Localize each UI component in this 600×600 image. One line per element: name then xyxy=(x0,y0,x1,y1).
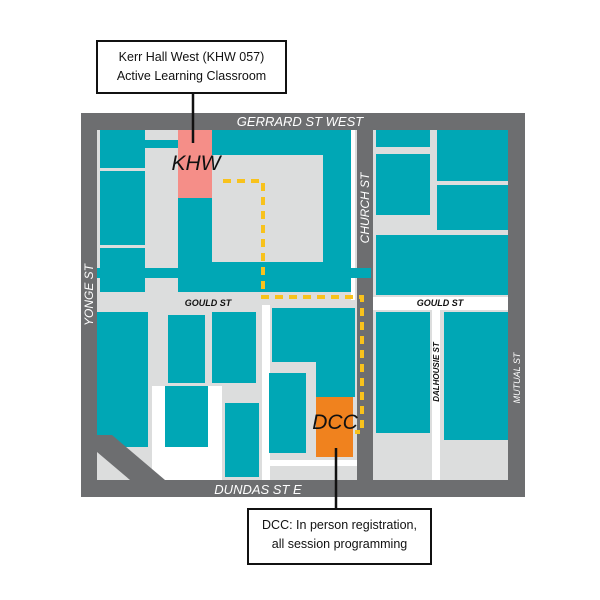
building xyxy=(97,312,148,447)
building xyxy=(376,312,430,433)
walkway xyxy=(262,460,357,466)
dalhousie-st-label: DALHOUSIE ST xyxy=(432,341,441,402)
dalhousie-st-road xyxy=(432,310,440,480)
gould-st-east-label: GOULD ST xyxy=(417,298,465,308)
khw-building[interactable] xyxy=(178,130,212,198)
mutual-st-label: MUTUAL ST xyxy=(512,351,522,403)
building xyxy=(437,130,508,181)
khw-label: KHW xyxy=(172,152,223,175)
dcc-callout: DCC: In person registration, all session… xyxy=(247,508,432,565)
building xyxy=(212,312,256,383)
building xyxy=(376,154,430,215)
building xyxy=(100,171,145,245)
walking-route xyxy=(223,179,364,434)
connector xyxy=(97,268,371,278)
church-st-label: CHURCH ST xyxy=(358,171,372,243)
dcc-label: DCC xyxy=(312,411,358,434)
white-strip xyxy=(351,130,355,300)
building xyxy=(376,130,430,147)
building xyxy=(168,315,205,383)
khw-callout: Kerr Hall West (KHW 057) Active Learning… xyxy=(96,40,287,94)
khw-callout-line1: Kerr Hall West (KHW 057) xyxy=(118,50,265,64)
building xyxy=(272,308,355,397)
building xyxy=(437,185,508,230)
building xyxy=(145,140,178,148)
walkway xyxy=(262,305,270,480)
dcc-building[interactable] xyxy=(316,397,353,457)
gerrard-st-label: GERRARD ST WEST xyxy=(237,114,364,129)
building xyxy=(444,312,508,440)
khw-callout-line2: Active Learning Classroom xyxy=(116,69,267,83)
diagonal-road xyxy=(97,435,165,480)
building xyxy=(225,403,259,477)
dundas-st-label: DUNDAS ST E xyxy=(214,482,302,497)
dcc-callout-line1: DCC: In person registration, xyxy=(262,518,417,532)
building xyxy=(376,235,508,295)
gould-st-road xyxy=(373,297,508,310)
building xyxy=(100,130,145,168)
dcc-callout-line2: all session programming xyxy=(271,537,408,551)
yonge-st-label: YONGE ST xyxy=(82,262,96,326)
building xyxy=(165,386,208,447)
quad xyxy=(212,155,323,262)
gould-st-west-label: GOULD ST xyxy=(185,298,233,308)
building xyxy=(269,373,306,453)
